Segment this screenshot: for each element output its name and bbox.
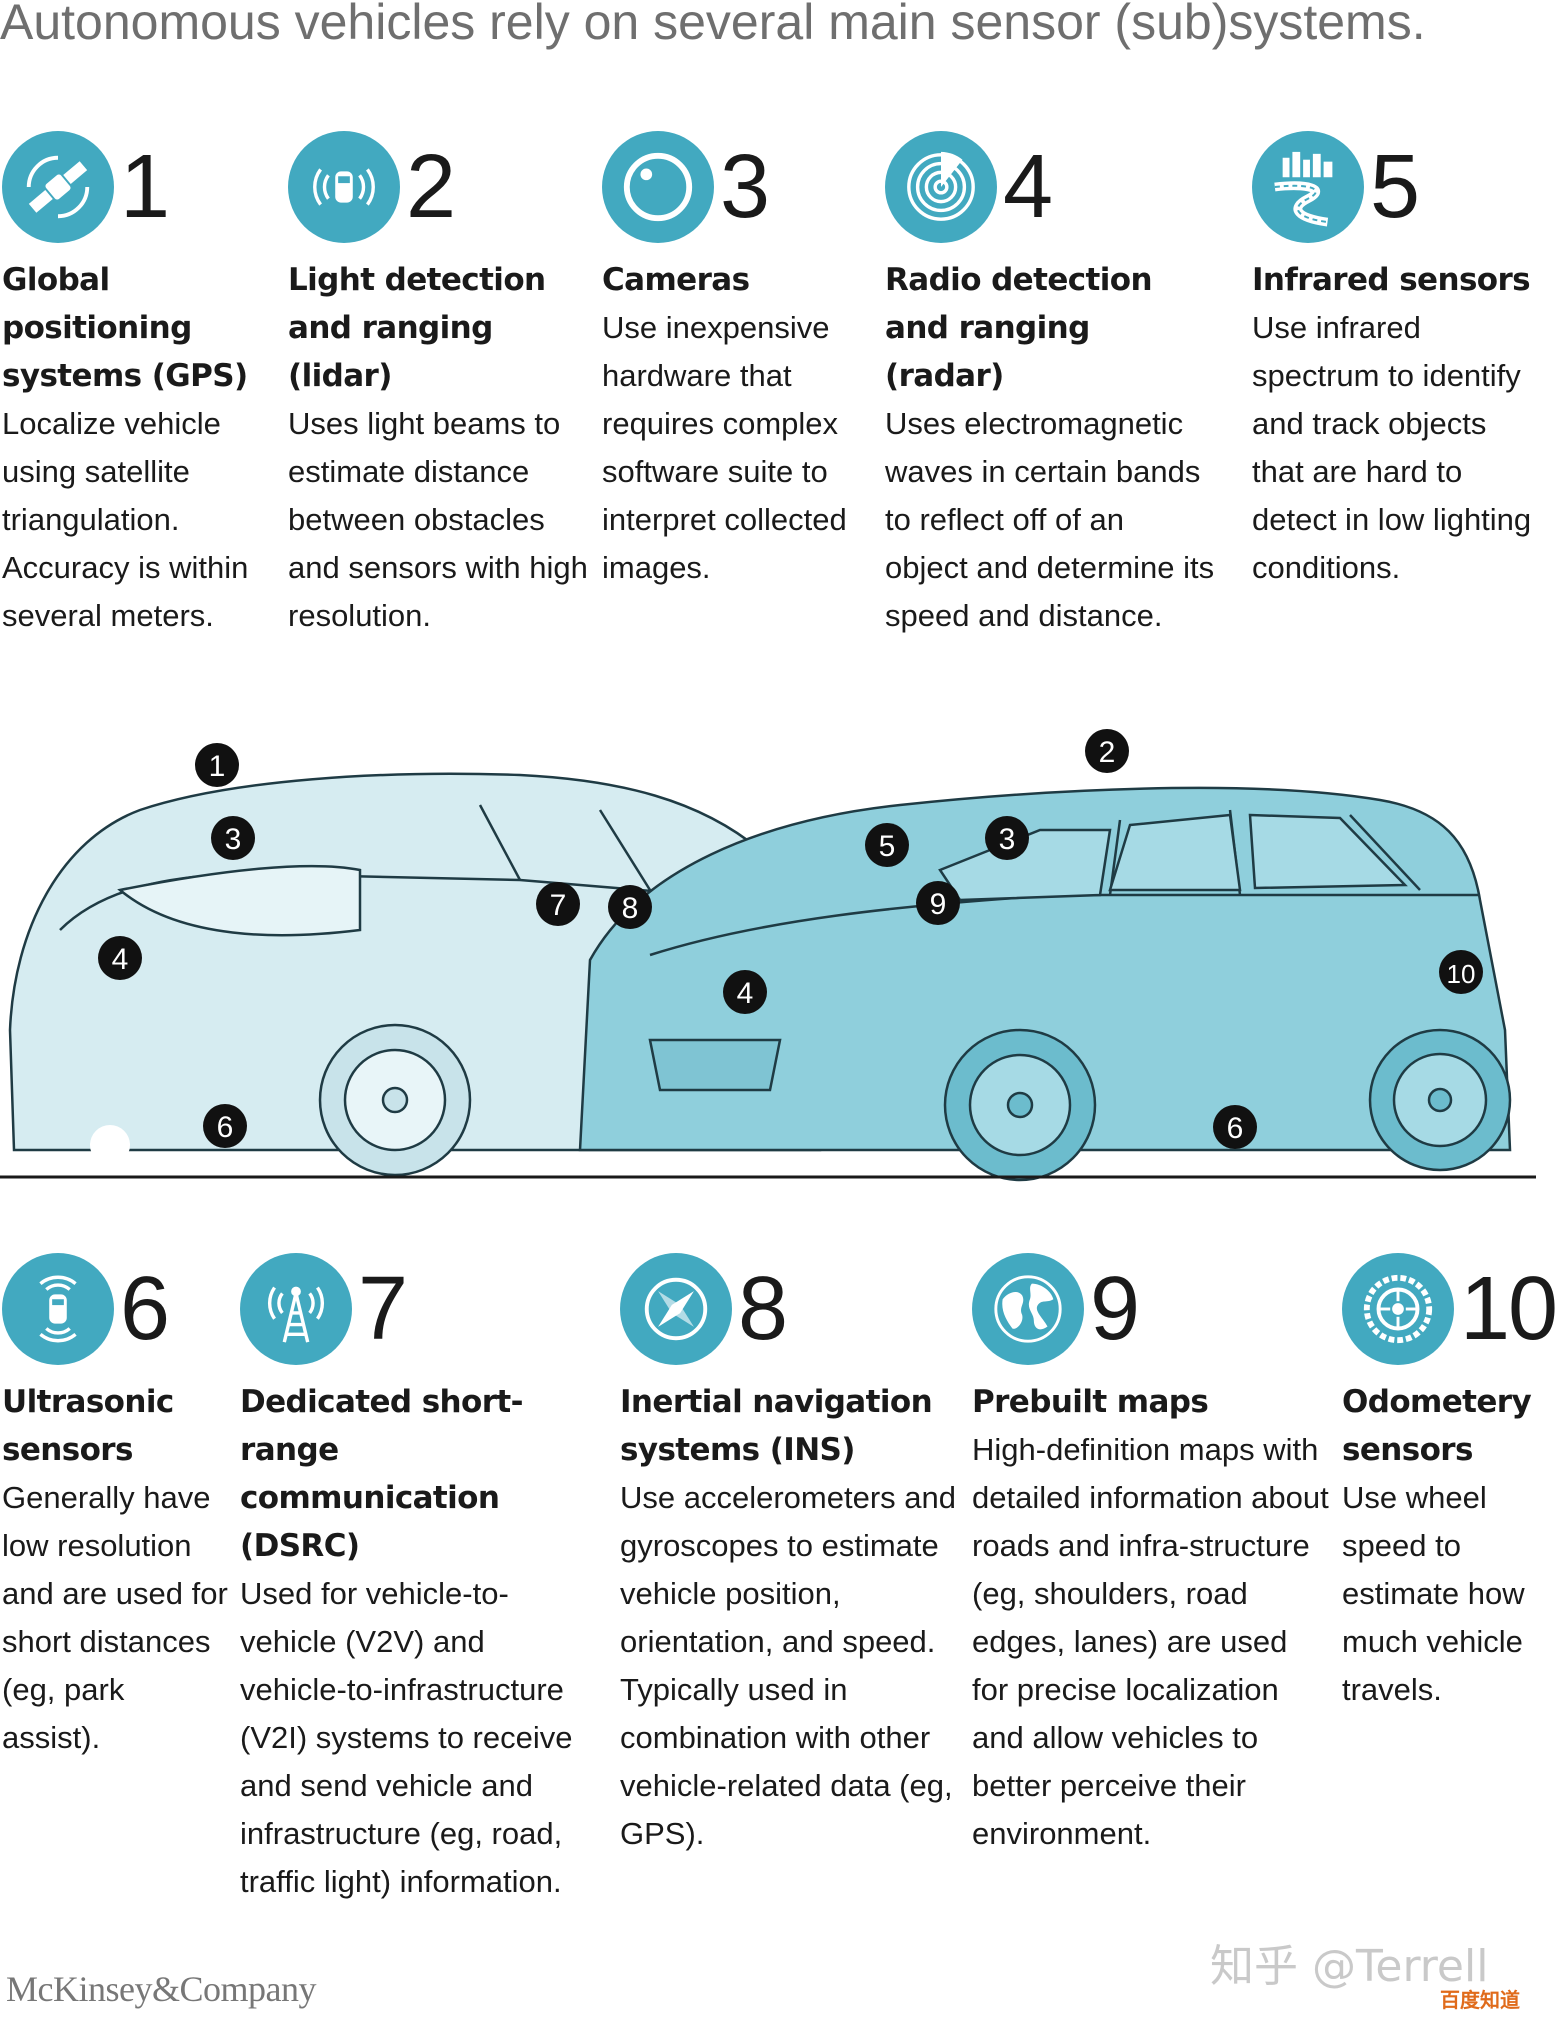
sensor-description: Used for vehicle-to-vehicle (V2V) and ve… bbox=[240, 1576, 573, 1899]
marker-label: 5 bbox=[879, 830, 896, 863]
sensor-4: 4 Radio detection and ranging (radar) Us… bbox=[885, 128, 1215, 640]
sensor-description: High-definition maps with detailed infor… bbox=[972, 1432, 1329, 1851]
mckinsey-logo: McKinsey&Company bbox=[6, 1969, 316, 2009]
sensor-3: 3 Cameras Use inexpensive hardware that … bbox=[602, 128, 872, 592]
ultrasonic-car-icon bbox=[2, 1253, 114, 1365]
marker-label: 3 bbox=[999, 823, 1016, 856]
marker-back-8: 8 bbox=[608, 885, 652, 929]
sensor-name: Dedicated short-range communication (DSR… bbox=[240, 1384, 523, 1564]
sensor-2: 2 Light detection and ranging (lidar) Us… bbox=[288, 128, 588, 640]
sensor-number: 8 bbox=[738, 1259, 788, 1359]
sensor-number: 2 bbox=[406, 137, 456, 237]
sensor-7: 7 Dedicated short-range communication (D… bbox=[240, 1250, 592, 1906]
marker-label: 4 bbox=[112, 943, 129, 976]
marker-label: 2 bbox=[1099, 736, 1116, 769]
sensor-number: 10 bbox=[1460, 1259, 1556, 1359]
marker-front-3: 3 bbox=[985, 816, 1029, 860]
marker-back-7: 7 bbox=[536, 882, 580, 926]
baidu-badge: 百度知道 bbox=[1440, 1988, 1520, 2012]
marker-front-9: 9 bbox=[916, 881, 960, 925]
marker-back-6: 6 bbox=[203, 1104, 247, 1148]
page-title: Autonomous vehicles rely on several main… bbox=[0, 0, 1426, 50]
sensor-description: Use infrared spectrum to identify and tr… bbox=[1252, 310, 1532, 585]
marker-label: 10 bbox=[1447, 959, 1476, 989]
sensor-name: Global positioning systems (GPS) bbox=[2, 262, 248, 394]
marker-back-4: 4 bbox=[98, 936, 142, 980]
marker-front-2: 2 bbox=[1085, 729, 1129, 773]
antenna-tower-icon bbox=[240, 1253, 352, 1365]
marker-front-5: 5 bbox=[865, 823, 909, 867]
sensor-name: Cameras bbox=[602, 262, 750, 298]
marker-label: 6 bbox=[217, 1111, 234, 1144]
vehicles-illustration: 1 3 4 6 7 8 2 5 3 9 4 10 6 bbox=[0, 729, 1536, 1190]
sensor-5: 5 Infrared sensors Use infrared spectrum… bbox=[1252, 128, 1532, 592]
sensor-number: 7 bbox=[358, 1259, 408, 1359]
marker-front-4: 4 bbox=[723, 970, 767, 1014]
compass-icon bbox=[620, 1253, 732, 1365]
marker-label: 4 bbox=[737, 977, 754, 1010]
sensor-description: Localize vehicle using satellite triangu… bbox=[2, 406, 249, 633]
sensor-number: 4 bbox=[1003, 137, 1053, 237]
marker-label: 3 bbox=[225, 823, 242, 856]
marker-label: 9 bbox=[930, 888, 947, 921]
sensor-description: Uses electromagnetic waves in certain ba… bbox=[885, 406, 1215, 633]
sensor-number: 3 bbox=[720, 137, 770, 237]
sensor-description: Uses light beams to estimate distance be… bbox=[288, 406, 588, 633]
marker-front-10: 10 bbox=[1439, 950, 1483, 994]
sensor-1: 1 Global positioning systems (GPS) Local… bbox=[2, 128, 264, 640]
sensor-description: Use wheel speed to estimate how much veh… bbox=[1342, 1480, 1525, 1707]
marker-label: 1 bbox=[209, 750, 226, 783]
marker-label: 8 bbox=[622, 892, 639, 925]
sensor-name: Inertial navigation systems (INS) bbox=[620, 1384, 933, 1468]
marker-back-3: 3 bbox=[211, 816, 255, 860]
infrared-road-icon bbox=[1252, 131, 1364, 243]
sensor-name: Odometery sensors bbox=[1342, 1384, 1532, 1468]
sensor-number: 9 bbox=[1090, 1259, 1140, 1359]
sensor-number: 1 bbox=[120, 137, 170, 237]
sensor-name: Light detection and ranging (lidar) bbox=[288, 262, 546, 394]
marker-back-1: 1 bbox=[195, 743, 239, 787]
marker-label: 6 bbox=[1227, 1112, 1244, 1145]
sensor-name: Radio detection and ranging (radar) bbox=[885, 262, 1153, 394]
front-car bbox=[578, 786, 1512, 1182]
sensor-description: Generally have low resolution and are us… bbox=[2, 1480, 228, 1755]
cars-svg: 1 3 4 6 7 8 2 5 3 9 4 10 6 bbox=[0, 729, 1536, 1182]
sensor-description: Use accelerometers and gyroscopes to est… bbox=[620, 1480, 956, 1851]
marker-front-6: 6 bbox=[1213, 1105, 1257, 1149]
sensor-8: 8 Inertial navigation systems (INS) Use … bbox=[620, 1250, 960, 1858]
lidar-car-icon bbox=[288, 131, 400, 243]
sensor-name: Prebuilt maps bbox=[972, 1384, 1209, 1420]
zhihu-watermark: 知乎 @Terrell bbox=[1210, 1941, 1489, 1992]
radar-icon bbox=[885, 131, 997, 243]
sensor-10: 10 Odometery sensors Use wheel speed to … bbox=[1342, 1250, 1556, 1714]
sensor-description: Use inexpensive hardware that requires c… bbox=[602, 310, 847, 585]
camera-lens-icon bbox=[602, 131, 714, 243]
sensor-name: Ultrasonic sensors bbox=[2, 1384, 174, 1468]
sensor-number: 6 bbox=[120, 1259, 170, 1359]
globe-icon bbox=[972, 1253, 1084, 1365]
sensor-name: Infrared sensors bbox=[1252, 262, 1531, 298]
marker-label: 7 bbox=[550, 889, 567, 922]
wheel-icon bbox=[1342, 1253, 1454, 1365]
sensor-9: 9 Prebuilt maps High-definition maps wit… bbox=[972, 1250, 1332, 1858]
satellite-icon bbox=[2, 131, 114, 243]
sensor-6: 6 Ultrasonic sensors Generally have low … bbox=[2, 1250, 230, 1762]
sensor-number: 5 bbox=[1370, 137, 1420, 237]
